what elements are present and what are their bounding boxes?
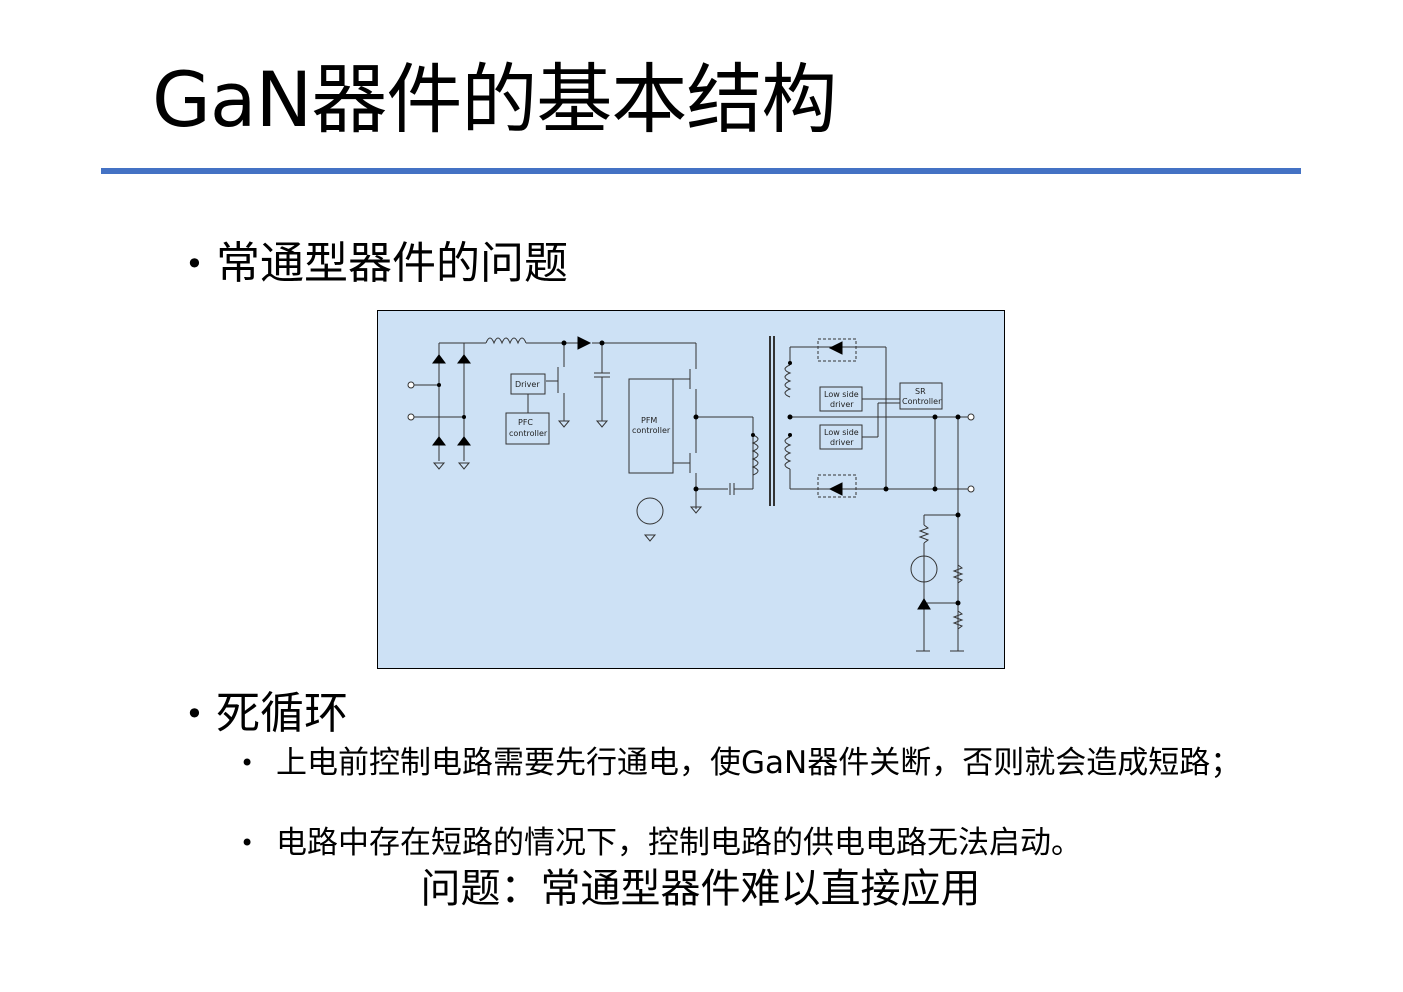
circuit-diagram: Driver PFC controller PFM controller Low… [377,310,1005,669]
sr-label-line2: Controller [902,397,942,406]
bullet-item: • 常通型器件的问题 [185,236,568,292]
sub-bullet-dot: • [240,829,255,857]
sub-bullet-dot: • [240,749,255,777]
sr-label-line1: SR [915,387,926,396]
low-side-2-line2: driver [830,438,854,447]
title-underline [101,168,1301,174]
bullet-text: 常通型器件的问题 [216,238,568,289]
sub-bullet-item: • 电路中存在短路的情况下，控制电路的供电电路无法启动。 [240,823,1256,863]
circuit-schematic: Driver PFC controller PFM controller Low… [407,336,975,652]
pfc-label-line1: PFC [518,418,533,427]
low-side-1-line1: Low side [824,390,859,399]
bullet-dot: • [185,245,204,283]
driver-label: Driver [515,380,540,389]
bullet-dot: • [185,695,204,733]
slide-title: GaN器件的基本结构 [152,55,837,144]
conclusion-label: 问题：常通型器件难以直接应用 [420,866,981,912]
bullet-item: • 死循环 [185,686,348,742]
pfm-label-line2: controller [632,426,671,435]
low-side-2-line1: Low side [824,428,859,437]
sub-bullet-text: 电路中存在短路的情况下，控制电路的供电电路无法启动。 [276,825,1082,861]
conclusion-text: 问题：常通型器件难以直接应用 [0,864,1403,914]
bullet-text: 死循环 [216,688,348,739]
pfc-label-line2: controller [509,429,548,438]
low-side-1-line2: driver [830,400,854,409]
pfm-label-line1: PFM [641,416,657,425]
sub-bullet-text: 上电前控制电路需要先行通电，使GaN器件关断，否则就会造成短路； [276,745,1242,781]
sub-bullet-item: • 上电前控制电路需要先行通电，使GaN器件关断，否则就会造成短路； [240,743,1256,783]
